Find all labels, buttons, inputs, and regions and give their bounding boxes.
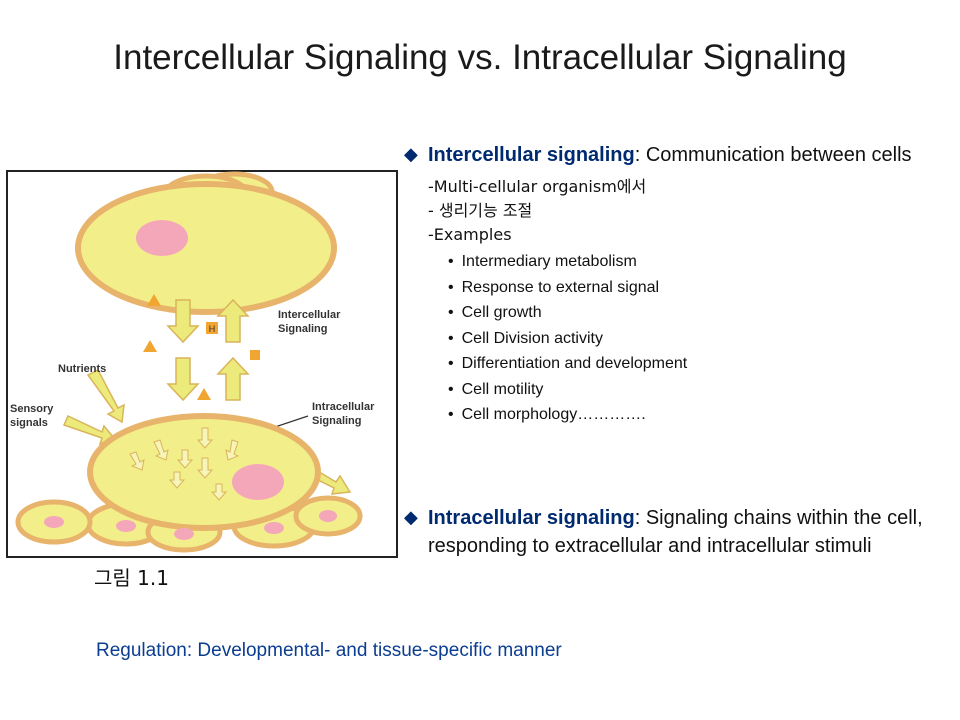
intercellular-label-1: Intercellular: [278, 309, 341, 321]
cell-signaling-figure: H Intercellular Signaling Nutrients Sens…: [6, 170, 398, 558]
down-arrow: [166, 357, 200, 402]
list-item: •Cell morphology………….: [448, 406, 646, 423]
signal-arrows: [62, 298, 352, 495]
h-label: H: [209, 324, 216, 334]
diamond-bullet-icon: ◆: [404, 144, 418, 165]
intracellular-term: Intracellular signaling: [428, 507, 635, 529]
list-item: •Cell growth: [448, 304, 542, 321]
nutrients-label: Nutrients: [58, 363, 106, 375]
intracellular-label-1: Intracellular: [312, 401, 375, 413]
intercellular-section: ◆ Intercellular signaling: Communication…: [404, 141, 944, 428]
up-arrow: [216, 298, 250, 343]
intracellular-heading: ◆ Intracellular signaling: Signaling cha…: [404, 504, 944, 560]
intracellular-section: ◆ Intracellular signaling: Signaling cha…: [404, 504, 944, 560]
list-item: •Response to external signal: [448, 278, 660, 296]
upper-nucleus: [136, 220, 188, 256]
cell-signaling-diagram: H Intercellular Signaling Nutrients Sens…: [6, 170, 398, 558]
figure-caption: 그림 1.1: [94, 566, 169, 590]
sensory-label-1: Sensory: [10, 403, 54, 415]
intercellular-label-2: Signaling: [278, 323, 328, 335]
lower-nucleus: [232, 464, 284, 500]
upper-cell: [75, 171, 337, 315]
internal-signal-arrows: [129, 427, 240, 501]
slide-title: Intercellular Signaling vs. Intracellula…: [113, 38, 847, 77]
nutrient-arrow: [86, 369, 125, 424]
up-arrow: [216, 356, 250, 401]
down-arrow: [166, 299, 200, 344]
list-item: •Cell motility: [448, 380, 544, 398]
sub-physiology: - 생리기능 조절: [428, 201, 533, 220]
sub-examples-label: -Examples: [428, 225, 512, 244]
intracellular-definition: : Signaling chains within the cell, resp…: [428, 507, 923, 557]
intercellular-heading: ◆ Intercellular signaling: Communication…: [404, 141, 944, 169]
intracellular-label-2: Signaling: [312, 415, 362, 427]
sensory-arrow: [62, 414, 116, 446]
list-item: •Differentiation and development: [448, 355, 688, 372]
sub-multicellular: -Multi-cellular organism에서: [428, 177, 647, 196]
list-item: •Cell Division activity: [448, 329, 603, 347]
list-item: •Intermediary metabolism: [448, 253, 637, 270]
intercellular-term: Intercellular signaling: [428, 144, 635, 166]
examples-list: •Intermediary metabolism •Response to ex…: [404, 249, 944, 428]
regulation-footer: Regulation: Developmental- and tissue-sp…: [96, 640, 562, 661]
intercellular-definition: : Communication between cells: [634, 144, 912, 166]
signal-molecules: H: [143, 294, 260, 400]
diamond-bullet-icon: ◆: [404, 507, 418, 528]
sensory-label-2: signals: [10, 417, 48, 429]
